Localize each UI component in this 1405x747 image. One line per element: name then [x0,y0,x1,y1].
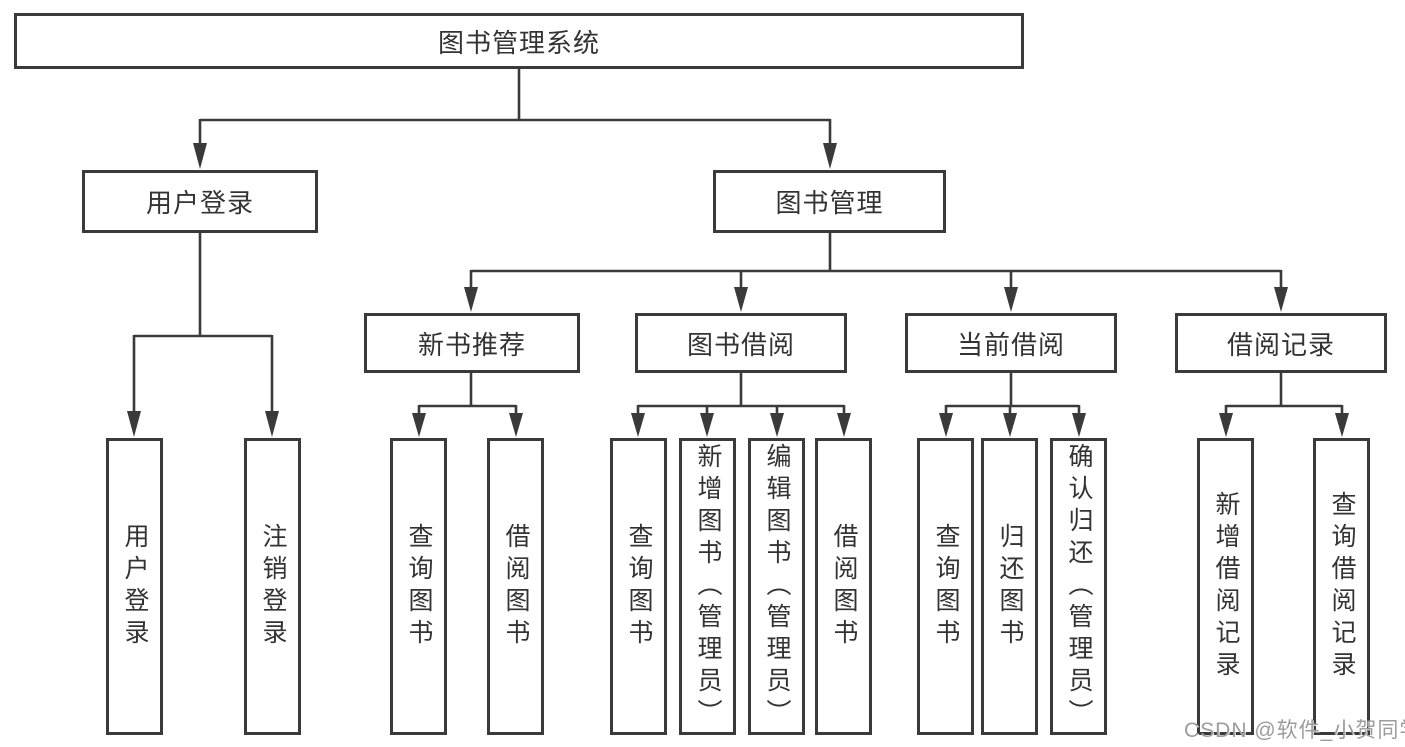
leaf-label: 借阅图书 [830,522,858,651]
leaf-label: 新增图书（管理员） [694,442,722,731]
leaf-query-borrow-record: 查询借阅记录 [1313,438,1370,735]
leaf-query-books-recommend: 查询图书 [390,438,447,735]
leaf-label: 查询图书 [932,522,960,651]
node-current-borrow: 当前借阅 [905,313,1117,373]
leaf-user-login: 用户登录 [106,438,163,735]
node-label: 图书借阅 [686,329,795,360]
leaf-label: 查询借阅记录 [1328,490,1356,683]
leaf-label: 查询图书 [625,522,653,651]
leaf-confirm-return-admin: 确认归还（管理员） [1050,438,1107,735]
leaf-return-books: 归还图书 [981,438,1038,735]
connector-records-to-leaves [1219,373,1349,437]
node-label: 图书管理 [775,188,884,218]
connector-book-mgmt-to-level3 [464,233,1288,312]
node-root-label: 图书管理系统 [437,27,600,58]
leaf-add-books-admin: 新增图书（管理员） [679,438,736,735]
connector-new-books-to-leaves [412,373,523,437]
leaf-query-books-current: 查询图书 [917,438,974,735]
leaf-edit-books-admin: 编辑图书（管理员） [748,438,805,735]
node-borrow-records: 借阅记录 [1175,313,1387,373]
connector-user-login-to-leaves [127,233,279,437]
node-label: 当前借阅 [956,329,1065,360]
node-book-borrow: 图书借阅 [635,313,847,373]
leaf-label: 新增借阅记录 [1212,490,1240,683]
leaf-label: 归还图书 [996,522,1024,651]
connector-book-borrow-to-leaves [631,373,851,437]
connector-root-to-level2 [193,69,837,169]
leaf-label: 确认归还（管理员） [1065,442,1093,731]
connector-current-borrow-to-leaves [939,373,1086,437]
leaf-label: 借阅图书 [502,522,530,651]
node-label: 新书推荐 [417,329,526,360]
leaf-label: 用户登录 [121,522,149,651]
node-root: 图书管理系统 [14,13,1024,69]
leaf-label: 查询图书 [405,522,433,651]
leaf-add-borrow-record: 新增借阅记录 [1197,438,1254,735]
leaf-label: 注销登录 [259,522,287,651]
node-book-management: 图书管理 [713,170,946,233]
node-label: 用户登录 [145,188,254,218]
node-label: 借阅记录 [1226,329,1335,360]
leaf-borrow-books-recommend: 借阅图书 [487,438,544,735]
csdn-watermark: CSDN @软件_小贺同学 [1184,719,1405,742]
leaf-label: 编辑图书（管理员） [763,442,791,731]
leaf-borrow-books: 借阅图书 [815,438,872,735]
node-user-login: 用户登录 [82,170,318,233]
leaf-query-books-borrow: 查询图书 [610,438,667,735]
node-new-book-recommend: 新书推荐 [364,313,580,373]
leaf-logout: 注销登录 [244,438,301,735]
